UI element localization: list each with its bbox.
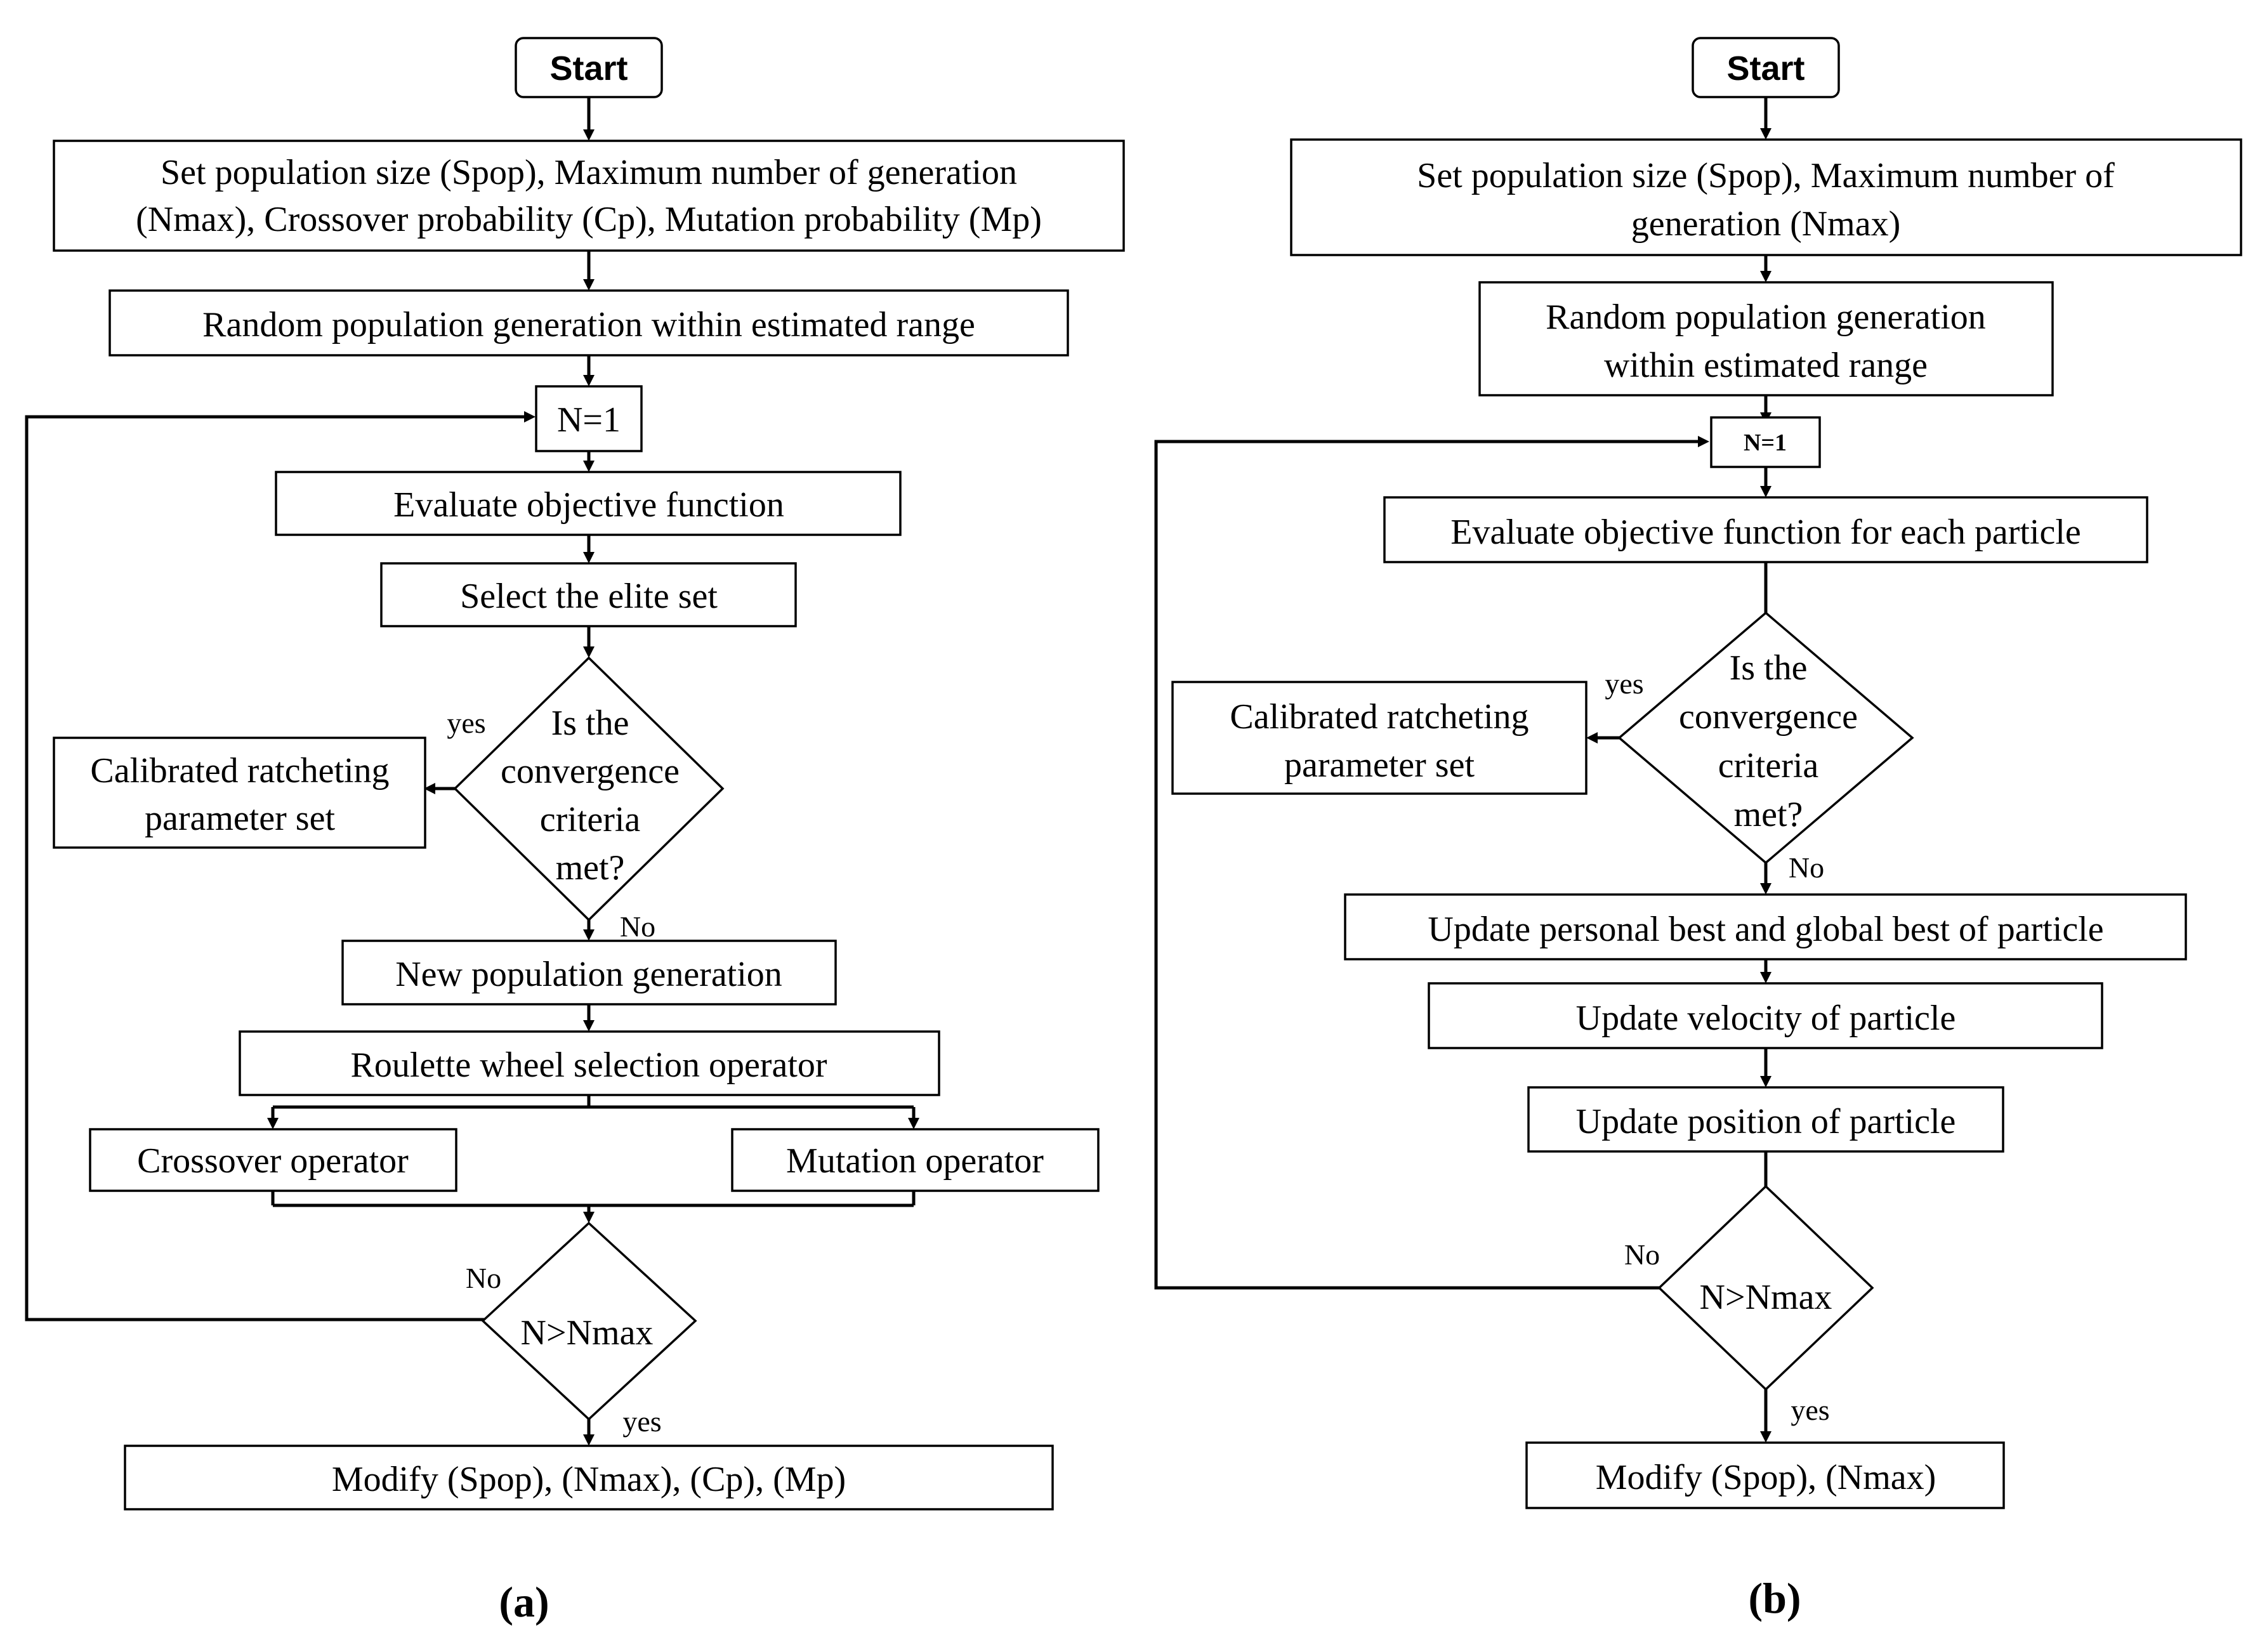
panel-b-connectors <box>1154 97 1771 1443</box>
b-decision-line-1: Is the <box>1730 648 1808 688</box>
b-update-best-box <box>1344 893 2187 960</box>
b-update-best-label: Update personal best and global best of … <box>1428 910 2103 949</box>
a-set-params-line-2: (Nmax), Crossover probability (Cp), Muta… <box>136 200 1042 239</box>
a-new-pop-box <box>341 940 837 1006</box>
b-n-check-decision <box>1657 1184 1874 1391</box>
a-calibrated-line-1: Calibrated ratcheting <box>90 751 389 790</box>
b-calibrated-line-1: Calibrated ratcheting <box>1230 697 1528 737</box>
b-convergence-decision <box>1617 611 1914 865</box>
b-n-init-box <box>1710 416 1821 468</box>
a-start-node <box>515 37 663 98</box>
b-update-velocity-box <box>1428 982 2103 1049</box>
a-new-pop-label: New population generation <box>395 955 782 994</box>
b-evaluate-box <box>1383 496 2148 563</box>
a-start-label: Start <box>549 49 628 88</box>
a-modify-box <box>124 1445 1054 1511</box>
b-n-check-label: N>Nmax <box>1700 1278 1832 1317</box>
b-modify-label: Modify (Spop), (Nmax) <box>1596 1458 1936 1497</box>
a-decision-no-label: No <box>620 910 655 943</box>
b-random-pop-box <box>1478 281 2054 397</box>
b-update-velocity-label: Update velocity of particle <box>1576 999 1956 1038</box>
a-calibrated-line-2: parameter set <box>145 799 335 838</box>
b-n-init-label: N=1 <box>1744 429 1787 456</box>
b-decision-line-2: convergence <box>1679 697 1858 737</box>
b-calibrated-line-2: parameter set <box>1284 745 1475 785</box>
a-roulette-box <box>239 1030 940 1096</box>
b-decision-yes-label: yes <box>1605 667 1643 700</box>
b-calibrated-box <box>1171 681 1587 795</box>
a-caption: (a) <box>499 1578 549 1626</box>
b-update-position-box <box>1527 1086 2004 1153</box>
a-set-params-box <box>53 140 1125 252</box>
b-check-yes-label: yes <box>1791 1394 1829 1426</box>
a-mutation-box <box>731 1128 1100 1192</box>
a-evaluate-label: Evaluate objective function <box>393 485 784 525</box>
a-n-init-box <box>535 385 643 452</box>
b-random-pop-line-2: within estimated range <box>1604 346 1928 385</box>
panel-b: Start Set population size (Spop), Maximu… <box>1154 37 2242 1622</box>
b-evaluate-label: Evaluate objective function for each par… <box>1450 513 2081 552</box>
b-update-position-label: Update position of particle <box>1576 1102 1956 1141</box>
a-decision-line-2: convergence <box>501 752 680 791</box>
a-n-check-decision <box>481 1221 697 1421</box>
b-random-pop-line-1: Random population generation <box>1546 298 1986 337</box>
b-modify-box <box>1525 1441 2005 1509</box>
panel-a: Start Set population size (Spop), Maximu… <box>25 37 1125 1626</box>
a-mutation-label: Mutation operator <box>786 1141 1044 1181</box>
a-roulette-label: Roulette wheel selection operator <box>350 1046 827 1085</box>
a-random-pop-box <box>108 289 1069 357</box>
a-convergence-decision <box>453 656 725 922</box>
b-set-params-line-1: Set population size (Spop), Maximum numb… <box>1417 156 2115 195</box>
a-random-pop-label: Random population generation within esti… <box>202 305 975 344</box>
a-elite-box <box>380 562 797 627</box>
b-set-params-line-2: generation (Nmax) <box>1631 204 1900 244</box>
b-decision-no-label: No <box>1789 851 1824 884</box>
a-crossover-box <box>89 1128 457 1192</box>
a-modify-label: Modify (Spop), (Nmax), (Cp), (Mp) <box>332 1460 846 1499</box>
b-caption: (b) <box>1748 1574 1801 1622</box>
b-check-no-label: No <box>1624 1238 1660 1271</box>
a-crossover-label: Crossover operator <box>137 1141 409 1181</box>
a-n-check-label: N>Nmax <box>521 1313 654 1353</box>
b-start-label: Start <box>1726 49 1804 88</box>
a-elite-label: Select the elite set <box>460 577 718 616</box>
a-decision-yes-label: yes <box>447 707 485 739</box>
a-decision-line-4: met? <box>556 848 625 888</box>
b-decision-line-4: met? <box>1734 795 1803 834</box>
a-check-no-label: No <box>466 1262 501 1294</box>
a-n-init-label: N=1 <box>557 400 621 440</box>
a-decision-line-1: Is the <box>551 704 629 743</box>
a-calibrated-box <box>53 737 426 849</box>
a-evaluate-box <box>275 471 902 536</box>
a-decision-line-3: criteria <box>540 800 641 839</box>
b-start-node <box>1692 37 1840 98</box>
a-set-params-line-1: Set population size (Spop), Maximum numb… <box>161 153 1017 192</box>
b-set-params-box <box>1290 138 2242 256</box>
a-check-yes-label: yes <box>622 1405 661 1438</box>
b-decision-line-3: criteria <box>1718 746 1819 785</box>
panel-a-connectors <box>25 97 919 1446</box>
